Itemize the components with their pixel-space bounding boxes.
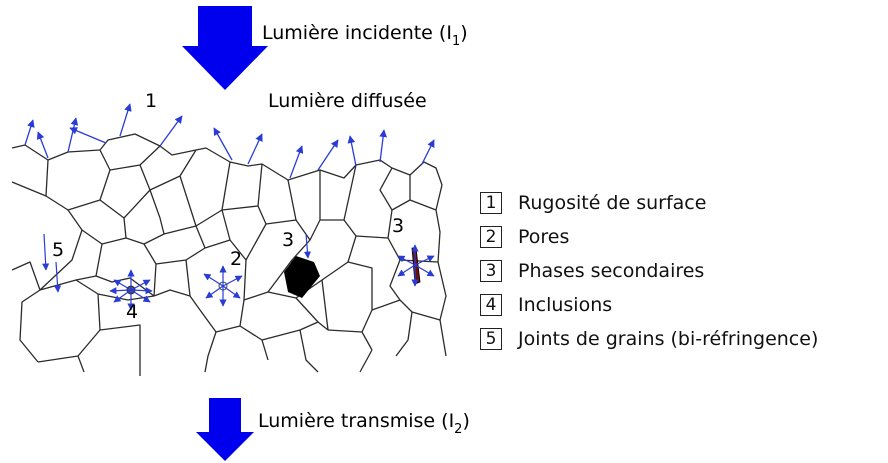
legend-label: Joints de grains (bi-réfringence) — [518, 328, 819, 350]
marker-2: 2 — [230, 248, 242, 270]
legend-number: 2 — [480, 226, 502, 248]
scattered-light-label: Lumière diffusée — [268, 90, 427, 112]
transmitted-light-label: Lumière transmise (I2) — [258, 410, 470, 437]
legend: 1 Rugosité de surface 2 Pores 3 Phases s… — [480, 186, 818, 356]
legend-number: 4 — [480, 294, 502, 316]
legend-item: 1 Rugosité de surface — [480, 186, 818, 220]
legend-item: 2 Pores — [480, 220, 818, 254]
legend-number: 5 — [480, 328, 502, 350]
marker-4: 4 — [126, 301, 138, 323]
marker-5: 5 — [52, 239, 64, 261]
marker-1: 1 — [145, 90, 157, 112]
legend-label: Pores — [518, 226, 570, 248]
grain-network — [11, 133, 447, 376]
marker-3-brown: 3 — [392, 215, 404, 237]
marker-3-black: 3 — [282, 229, 294, 251]
legend-item: 4 Inclusions — [480, 288, 818, 322]
legend-item: 3 Phases secondaires — [480, 254, 818, 288]
legend-label: Rugosité de surface — [518, 192, 707, 214]
legend-number: 1 — [480, 192, 502, 214]
internal-rays — [42, 233, 435, 311]
incident-light-label: Lumière incidente (I1) — [262, 22, 468, 49]
transmitted-light-arrow — [196, 398, 254, 461]
legend-number: 3 — [480, 260, 502, 282]
secondary-phase-black — [284, 256, 320, 298]
legend-label: Inclusions — [518, 294, 613, 316]
incident-light-arrow — [182, 6, 268, 90]
legend-label: Phases secondaires — [518, 260, 705, 282]
scattered-rays — [24, 103, 435, 179]
legend-item: 5 Joints de grains (bi-réfringence) — [480, 322, 818, 356]
